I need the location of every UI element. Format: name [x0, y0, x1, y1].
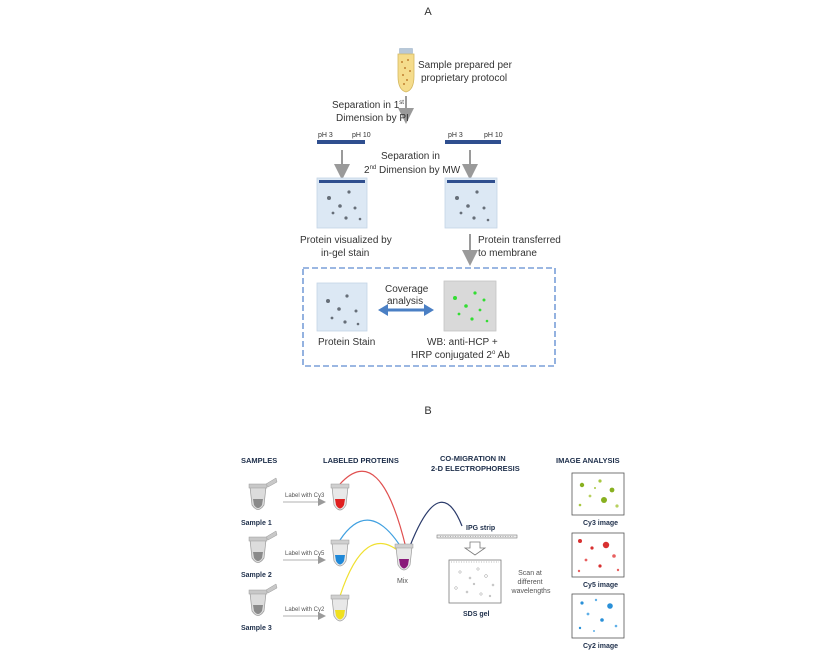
protein-stain-gel	[316, 282, 368, 332]
labeled-tube-blue-icon	[330, 539, 350, 567]
double-arrow-icon	[378, 304, 434, 316]
labeled-tube-red-icon	[330, 483, 350, 511]
label-cy5-text: Label with Cy5	[285, 551, 325, 557]
curve-red	[339, 470, 407, 549]
sample-3-tube-icon	[248, 583, 278, 616]
membrane-blot	[443, 280, 497, 332]
label-cy3-text: Label with Cy3	[285, 493, 325, 499]
ph-right-high: pH 10	[484, 132, 503, 139]
labeled-tube-yellow-icon	[330, 594, 350, 622]
cy3-image-box	[571, 472, 625, 516]
ipg-strip-left	[317, 140, 365, 144]
scan-text: Scan at different wavelengths	[511, 570, 551, 595]
sample-3-label: Sample 3	[241, 625, 272, 632]
separation-2nd-text: Separation in 2nd Dimension by MW	[364, 151, 461, 176]
sample-tube-icon	[397, 48, 415, 93]
coverage-dashed-box	[302, 267, 556, 367]
protein-transferred-text: Protein transferred to membrane	[478, 235, 564, 259]
coverage-analysis-text: Coverage analysis	[385, 284, 431, 307]
panel-a-label: A	[424, 6, 432, 18]
cy2-image-box	[571, 593, 625, 639]
ph-right-low: pH 3	[448, 132, 463, 139]
curve-blue	[339, 519, 405, 553]
gel-left	[316, 177, 368, 229]
label-cy2-text: Label with Cy2	[285, 607, 325, 613]
header-labeled-proteins: LABELED PROTEINS	[323, 456, 399, 465]
header-samples: SAMPLES	[241, 456, 277, 465]
curve-yellow	[339, 543, 403, 597]
sds-gel-label: SDS gel	[463, 611, 490, 618]
mix-tube-icon	[394, 543, 414, 571]
ph-left-high: pH 10	[352, 132, 371, 139]
protein-visualized-text: Protein visualized by in-gel stain	[300, 235, 395, 259]
ipg-strip-b	[436, 534, 518, 539]
curve-navy	[409, 501, 463, 547]
sample-2-tube-icon	[248, 530, 278, 563]
cy2-image-label: Cy2 image	[583, 643, 618, 650]
panel-b-label: B	[424, 405, 431, 417]
ipg-strip-right	[445, 140, 501, 144]
cy5-image-box	[571, 532, 625, 578]
gel-right	[444, 177, 498, 229]
separation-1st-text: Separation in 1st Dimension by PI	[332, 96, 409, 124]
cy5-image-label: Cy5 image	[583, 582, 618, 589]
cy3-image-label: Cy3 image	[583, 520, 618, 527]
protein-stain-label: Protein Stain	[318, 337, 375, 348]
ph-left-low: pH 3	[318, 132, 333, 139]
sample-prepared-text: Sample prepared per proprietary protocol	[418, 60, 515, 84]
sample-2-label: Sample 2	[241, 572, 272, 579]
ipg-strip-label: IPG strip	[466, 525, 495, 532]
sds-gel	[448, 559, 502, 604]
header-image-analysis: IMAGE ANALYSIS	[556, 456, 620, 465]
down-outline-arrow-icon	[463, 541, 487, 556]
sample-1-tube-icon	[248, 477, 278, 510]
wb-text: WB: anti-HCP + HRP conjugated 2o Ab	[411, 337, 510, 361]
sample-1-label: Sample 1	[241, 520, 272, 527]
mix-label: Mix	[397, 578, 408, 585]
header-comigration: CO-MIGRATION IN 2-D ELECTROPHORESIS	[431, 454, 520, 473]
